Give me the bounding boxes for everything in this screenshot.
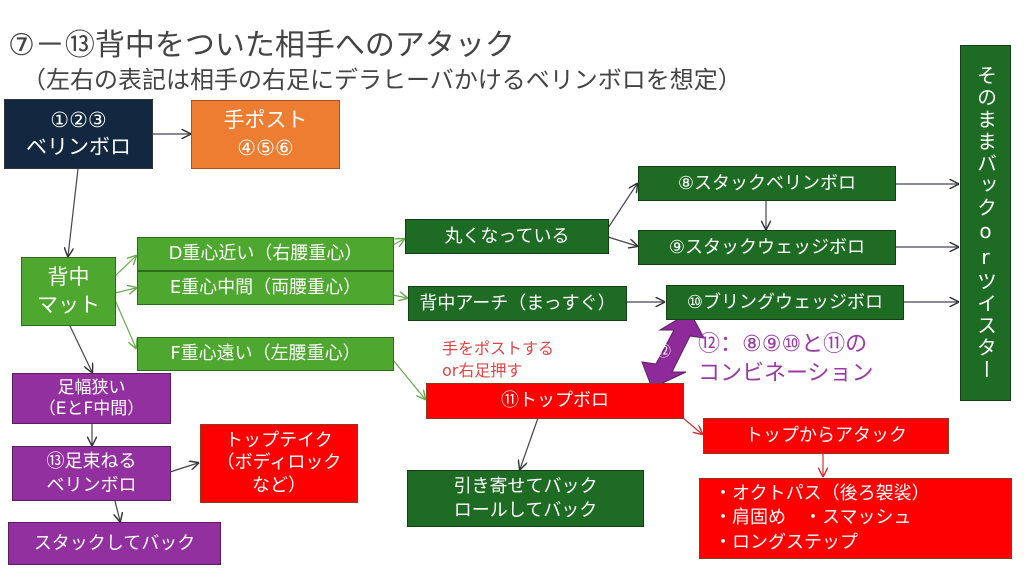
node-stack-berimbolo[interactable]: ⑧スタックベリンボロ xyxy=(638,166,896,201)
node-berimbolo-start[interactable]: ①②③ ベリンボロ xyxy=(4,99,153,169)
node-label: 手ポスト xyxy=(223,108,308,133)
node-arch[interactable]: 背中アーチ（まっすぐ） xyxy=(408,286,627,321)
node-label: ⑬足束ねる xyxy=(46,451,137,473)
node-label: マット xyxy=(37,292,100,317)
node-f-far[interactable]: F重心遠い（左腰重心） xyxy=(137,337,394,371)
arrow-backmat-narrow xyxy=(69,325,92,372)
note-line: 手をポストする xyxy=(442,339,555,358)
attack-item: ・肩固め ・スマッシュ xyxy=(714,507,912,529)
node-top-bolo[interactable]: ⑪トップボロ xyxy=(426,383,684,419)
node-bundle-berimbolo[interactable]: ⑬足束ねる ベリンボロ xyxy=(12,446,171,501)
node-label: など） xyxy=(252,474,306,496)
arrow-backmat-d xyxy=(114,256,136,277)
arrow-backmat-f xyxy=(114,299,136,348)
node-label: 背中 xyxy=(47,265,90,290)
node-label: ④⑤⑥ xyxy=(237,135,294,160)
node-label: 足幅狭い xyxy=(57,378,126,399)
arrow-start-backmat xyxy=(68,168,79,256)
node-label: トップテイク xyxy=(225,429,333,451)
node-label: （ボディロック xyxy=(216,452,342,474)
node-stack-wedge[interactable]: ⑨スタックウェッジボロ xyxy=(638,230,896,265)
page-title: ⑦－⑬背中をついた相手へのアタック xyxy=(8,28,515,63)
arrow-f-11 xyxy=(392,359,425,399)
node-stack-back[interactable]: スタックしてバック xyxy=(8,522,221,565)
node-bring-wedge[interactable]: ⑩ブリングウェッジボロ xyxy=(666,285,904,320)
arrow-11-topattack xyxy=(682,417,702,434)
node-label: ロールしてバック xyxy=(453,499,598,521)
node-label: （EとF中間） xyxy=(38,398,145,419)
node-e-middle[interactable]: E重心中間（両腰重心） xyxy=(137,271,394,305)
arrow-backmat-e xyxy=(114,288,136,293)
note-line: コンビネーション xyxy=(698,360,874,386)
node-attack-list[interactable]: ・オクトパス（後ろ袈裟） ・肩固め ・スマッシュ ・ロングステップ xyxy=(699,478,1012,559)
node-rounded[interactable]: 丸くなっている xyxy=(405,219,609,254)
node-narrow-stance[interactable]: 足幅狭い （EとF中間） xyxy=(12,373,171,424)
node-back-mat[interactable]: 背中 マット xyxy=(21,257,116,326)
arrow-11-pull xyxy=(520,417,539,469)
node-pull-back[interactable]: 引き寄せてバック ロールしてバック xyxy=(407,470,644,527)
post-note: 手をポストする or右足押す xyxy=(442,338,554,381)
arrow-13-toptake xyxy=(169,463,198,473)
node-attack-from-top[interactable]: トップからアタック xyxy=(703,418,949,454)
page-subtitle: （左右の表記は相手の右足にデラヒーバかけるベリンボロを想定） xyxy=(22,66,742,94)
attack-item: ・ロングステップ xyxy=(714,531,858,553)
arrow-e-arch xyxy=(392,295,407,298)
combo-badge: ⑫ xyxy=(656,342,672,360)
node-d-near[interactable]: D重心近い（右腰重心） xyxy=(137,237,394,271)
arrow-d-rounded xyxy=(392,239,404,245)
node-label: 引き寄せてバック xyxy=(453,476,598,498)
combo-note: ⑫：⑧⑨⑩と⑪の コンビネーション xyxy=(698,331,874,388)
arrow-13-stack xyxy=(115,500,120,521)
node-label: ①②③ xyxy=(50,107,107,132)
attack-item: ・オクトパス（後ろ袈裟） xyxy=(714,483,930,505)
arrow-rounded-8 xyxy=(607,184,637,229)
node-label: ベリンボロ xyxy=(26,135,131,159)
node-label: ベリンボロ xyxy=(46,474,137,496)
node-hand-post[interactable]: 手ポスト ④⑤⑥ xyxy=(191,100,340,169)
node-top-take[interactable]: トップテイク （ボディロック など） xyxy=(200,424,358,503)
arrow-rounded-9 xyxy=(607,236,637,246)
note-line: or右足押す xyxy=(442,360,523,380)
node-back-or-twister[interactable]: そのままバックorツイスター xyxy=(960,45,1011,401)
note-line: ⑫：⑧⑨⑩と⑪の xyxy=(698,332,868,357)
double-arrow-combination xyxy=(641,311,705,389)
